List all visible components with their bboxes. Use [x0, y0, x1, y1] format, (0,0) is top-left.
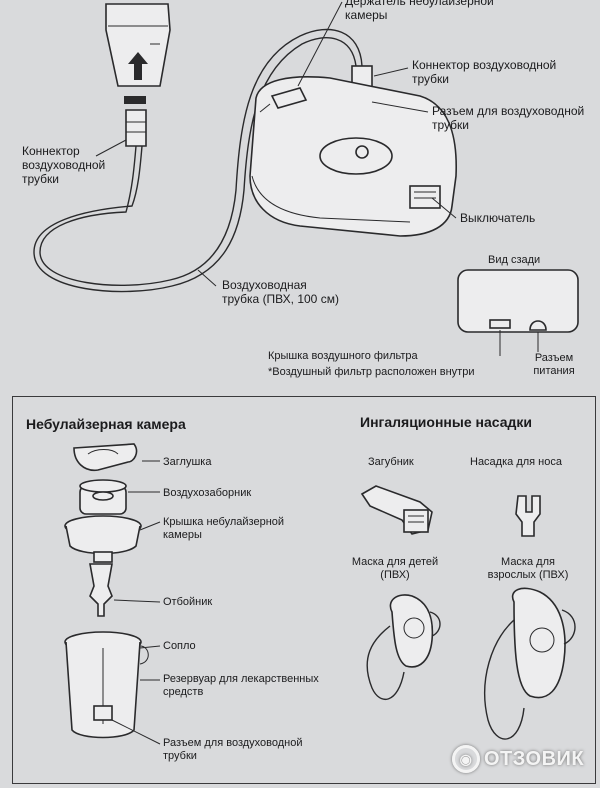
attachment-label-adult-mask: Маска для взрослых (ПВХ)	[478, 556, 578, 582]
switch-label: Выключатель	[460, 211, 535, 225]
power-socket-label: Разъем питания	[526, 352, 582, 378]
watermark-logo-icon: ◉	[452, 745, 480, 773]
tube-label: Воздуховодная трубка (ПВХ, 100 см)	[222, 278, 342, 306]
connector-left-label: Коннектор воздуховодной трубки	[22, 144, 132, 186]
compressor-unit	[250, 77, 456, 236]
filter-cover-label: Крышка воздушного фильтра	[268, 350, 418, 363]
watermark: ◉ ОТЗОВИК	[452, 742, 584, 776]
attachment-label-nose-piece: Насадка для носа	[470, 456, 562, 469]
watermark-text: ОТЗОВИК	[484, 748, 584, 771]
part-label-nozzle: Сопло	[163, 640, 196, 653]
part-label-tube-socket: Разъем для воздуховодной трубки	[163, 737, 333, 763]
part-label-chamber-lid: Крышка небулайзерной камеры	[163, 516, 313, 542]
nebulizer-section-title: Небулайзерная камера	[26, 416, 186, 432]
part-label-cap: Заглушка	[163, 456, 211, 469]
socket-top-label: Разъем для воздуховодной трубки	[432, 104, 592, 132]
holder-label: Держатель небулайзерной камеры	[345, 0, 525, 22]
parts-panel	[12, 396, 596, 784]
attachment-label-mouthpiece: Загубник	[368, 456, 414, 469]
attachment-label-child-mask: Маска для детей (ПВХ)	[340, 556, 450, 582]
part-label-reservoir: Резервуар для лекарственных средств	[163, 673, 323, 699]
rear-view-label: Вид сзади	[488, 254, 540, 267]
part-label-air-intake: Воздухозаборник	[163, 487, 251, 500]
attachments-section-title: Ингаляционные насадки	[360, 414, 532, 430]
connector-right-label: Коннектор воздуховодной трубки	[412, 58, 582, 86]
nebulizer-cup-assembled	[106, 4, 170, 146]
filter-note-label: *Воздушный фильтр расположен внутри	[268, 366, 474, 379]
part-label-baffle: Отбойник	[163, 596, 212, 609]
rear-view-drawing	[458, 270, 578, 356]
